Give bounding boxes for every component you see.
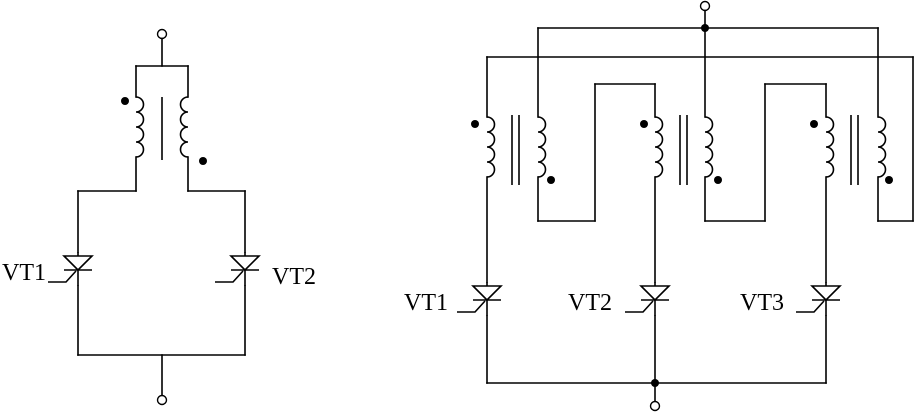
label-vt3: VT3 [740, 290, 784, 316]
left-top-terminal [156, 28, 168, 40]
right-transformer-3 [810, 115, 893, 185]
polarity-dot [471, 120, 479, 128]
polarity-dot [547, 176, 555, 184]
polarity-dot [714, 176, 722, 184]
right-transformer-2 [640, 115, 722, 185]
right-circuit: VT1 VT2 VT3 [404, 0, 914, 412]
left-transformer [121, 96, 207, 165]
polarity-dot [640, 120, 648, 128]
polarity-dot [885, 176, 893, 184]
label-vt1: VT1 [404, 290, 448, 316]
polarity-dot [199, 157, 207, 165]
right-bottom-terminal [649, 400, 661, 412]
right-top-terminal [699, 0, 711, 12]
label-vt2: VT2 [272, 264, 316, 290]
thyristor-vt3 [795, 281, 841, 317]
polarity-dot [810, 120, 818, 128]
thyristor-vt2 [624, 281, 670, 317]
left-circuit: VT1 VT2 [2, 28, 316, 406]
label-vt2: VT2 [568, 290, 612, 316]
polarity-dot [121, 97, 129, 105]
right-transformer-1 [471, 115, 555, 185]
label-vt1: VT1 [2, 260, 46, 286]
thyristor-vt1 [47, 251, 93, 287]
left-bottom-terminal [156, 394, 168, 406]
thyristor-vt1 [456, 281, 502, 317]
thyristor-vt2 [214, 251, 260, 287]
